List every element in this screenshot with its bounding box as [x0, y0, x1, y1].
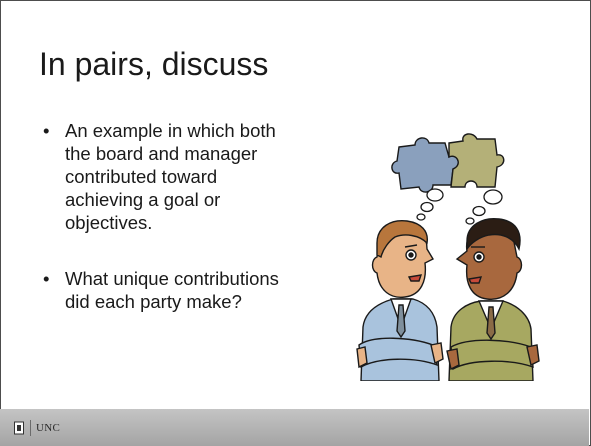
left-man: [356, 220, 444, 381]
olive-puzzle-piece: [448, 133, 505, 188]
footer-bar: UNC: [0, 409, 589, 446]
unc-seal-icon: [14, 421, 24, 435]
bullet-text: An example in which both the board and m…: [65, 120, 276, 233]
bullet-item: • What unique contributions did each par…: [43, 267, 283, 313]
logo-text: UNC: [36, 422, 61, 434]
right-man-hair: [466, 218, 521, 252]
bullet-marker: •: [43, 120, 50, 141]
thought-bubbles: [416, 188, 503, 225]
logo-divider: [30, 420, 31, 436]
slide-title: In pairs, discuss: [39, 46, 269, 82]
left-man-hair: [376, 220, 428, 259]
bullet-marker: •: [43, 268, 50, 289]
unc-logo: UNC: [14, 419, 60, 437]
bullet-list: • An example in which both the board and…: [43, 119, 283, 346]
right-man-crossed-arms: [450, 339, 534, 371]
bullet-item: • An example in which both the board and…: [43, 119, 283, 234]
bullet-text: What unique contributions did each party…: [65, 268, 279, 312]
right-man: [446, 218, 540, 381]
two-men-discussing-illustration: [356, 133, 540, 381]
blue-puzzle-piece: [391, 137, 459, 193]
puzzle-pieces-icon: [391, 133, 505, 193]
left-man-crossed-arms: [358, 337, 438, 369]
